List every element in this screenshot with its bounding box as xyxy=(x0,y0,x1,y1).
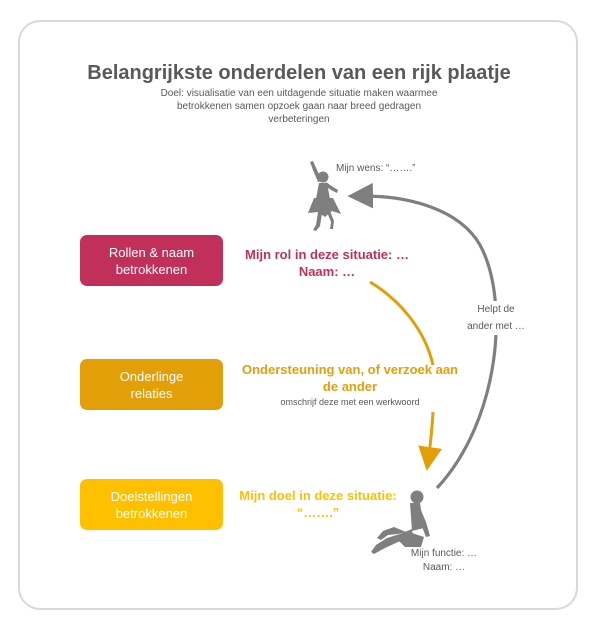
role-text: Mijn rol in deze situatie: … Naam: … xyxy=(238,246,416,280)
diagram-frame xyxy=(18,20,578,610)
helps-text: Helpt de ander met … xyxy=(456,301,536,335)
helps-text-line-2: ander met … xyxy=(467,321,525,332)
relation-text-line-2: de ander xyxy=(322,379,378,394)
relations-box-line-2: relaties xyxy=(130,385,173,401)
relation-text-line-1: Ondersteuning van, of verzoek aan xyxy=(242,362,458,377)
goal-text-line-1: Mijn doel in deze situatie: xyxy=(239,488,397,503)
relation-subtext: omschrijf deze met een werkwoord xyxy=(280,397,420,407)
support-arrow-lower xyxy=(418,411,443,471)
relations-box: Onderlinge relaties xyxy=(80,359,223,410)
roles-box: Rollen & naam betrokkenen xyxy=(80,235,223,286)
goals-box: Doelstellingen betrokkenen xyxy=(80,479,223,530)
relation-text: Ondersteuning van, of verzoek aan de and… xyxy=(238,361,462,395)
role-text-line-2: Naam: … xyxy=(298,264,356,279)
diagram-title: Belangrijkste onderdelen van een rijk pl… xyxy=(87,62,511,84)
support-arrow xyxy=(369,280,435,366)
goal-text-line-2: “…….” xyxy=(296,505,340,520)
sitting-person-figure-icon xyxy=(371,490,430,554)
function-text-line-2: Naam: … xyxy=(422,562,466,573)
goal-text: Mijn doel in deze situatie: “…….” xyxy=(232,487,404,521)
function-text-line-1: Mijn functie: … xyxy=(410,548,478,559)
helps-text-line-1: Helpt de xyxy=(477,304,515,315)
role-text-line-1: Mijn rol in deze situatie: … xyxy=(245,247,409,262)
wish-text: Mijn wens: “…….” xyxy=(336,163,416,174)
dancer-figure-icon xyxy=(308,161,341,231)
function-text: Mijn functie: … Naam: … xyxy=(398,547,490,575)
goals-box-line-1: Doelstellingen xyxy=(110,488,193,504)
relations-box-line-1: Onderlinge xyxy=(119,368,184,384)
goals-box-line-2: betrokkenen xyxy=(115,505,188,521)
help-arrow xyxy=(347,182,498,490)
roles-box-line-1: Rollen & naam xyxy=(108,244,195,260)
roles-box-line-2: betrokkenen xyxy=(115,261,188,277)
diagram-subtitle: Doel: visualisatie van een uitdagende si… xyxy=(160,88,438,125)
